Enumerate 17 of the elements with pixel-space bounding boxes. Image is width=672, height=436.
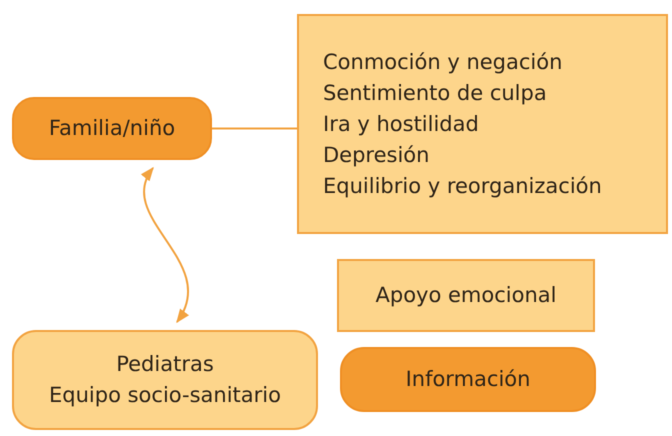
node-text: Familia/niño bbox=[48, 115, 176, 142]
node-text: Ira y hostilidad bbox=[323, 110, 479, 138]
node-text: Apoyo emocional bbox=[376, 282, 556, 309]
support-box bbox=[337, 259, 595, 332]
stages-box bbox=[297, 14, 668, 234]
node-text: Equilibrio y reorganización bbox=[323, 172, 602, 200]
node-text: Equipo socio-sanitario bbox=[49, 382, 281, 409]
node-text: Información bbox=[406, 366, 530, 393]
node-text: Conmoción y negación bbox=[323, 48, 562, 76]
information-box bbox=[340, 347, 596, 412]
node-text: Sentimiento de culpa bbox=[323, 80, 547, 106]
connector-line bbox=[212, 128, 297, 130]
double-arrow bbox=[142, 166, 189, 324]
family-box bbox=[12, 97, 212, 160]
node-text: Depresión bbox=[323, 142, 430, 168]
team-box bbox=[12, 330, 318, 430]
node-text: Pediatras bbox=[116, 351, 214, 378]
